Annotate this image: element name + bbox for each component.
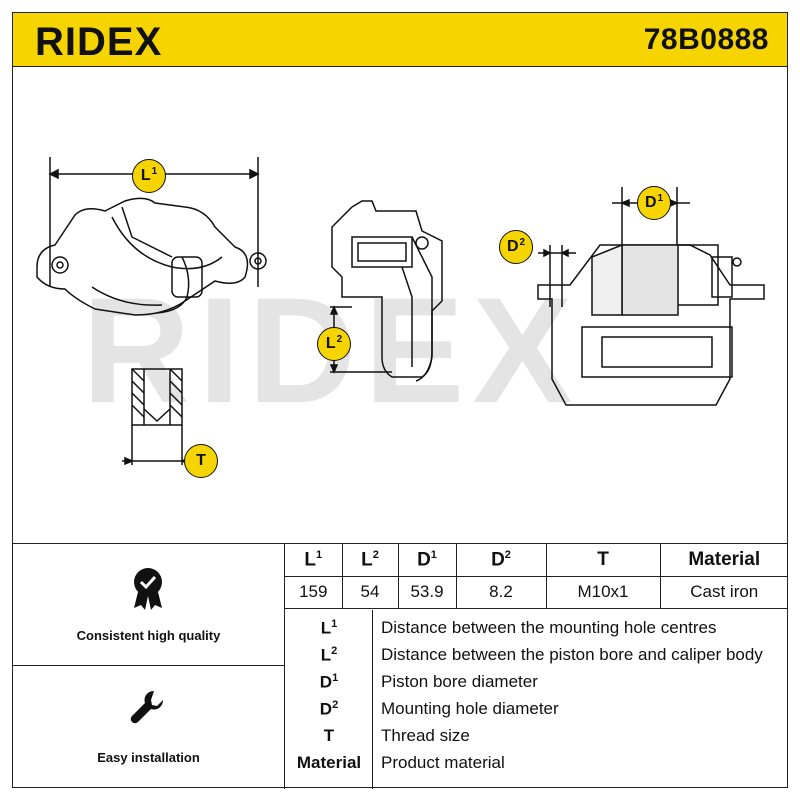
caliper-side-view	[329, 200, 443, 382]
header-bar: RIDEX 78B0888	[12, 12, 788, 67]
feature-quality: Consistent high quality	[12, 544, 285, 666]
svg-text:RIDEX: RIDEX	[35, 21, 162, 61]
spec-header-d1: D1	[398, 544, 457, 577]
thread-detail-view	[122, 368, 192, 466]
feature-caption-quality: Consistent high quality	[76, 628, 221, 643]
legend-key-column	[285, 610, 373, 789]
spec-value-t: M10x1	[546, 576, 661, 609]
caliper-section-view	[537, 187, 765, 406]
spec-header-l2: L2	[342, 544, 399, 577]
legend-row: D1 Piston bore diameter	[319, 672, 538, 692]
wrench-icon	[130, 690, 164, 724]
part-number: 78B0888	[643, 23, 769, 56]
ridex-logo: RIDEX	[35, 21, 162, 61]
t-dimension-label: T	[184, 444, 218, 478]
legend-row: D2 Mounting hole diameter	[319, 699, 559, 719]
dimension-legend: L1 Distance between the mounting hole ce…	[285, 610, 788, 789]
document-frame	[12, 12, 788, 788]
feature-installation: Easy installation	[12, 666, 285, 789]
feature-caption-installation: Easy installation	[97, 750, 200, 765]
caliper-front-view	[36, 157, 267, 316]
legend-row: L2 Distance between the piston bore and …	[320, 645, 763, 665]
feature-panel: Consistent high quality Easy installatio…	[12, 544, 285, 789]
spec-table-header-row: L1 L2 D1 D2 T Material	[285, 544, 788, 577]
spec-value-l1: 159	[285, 576, 343, 609]
spec-header-t: T	[546, 544, 661, 577]
spec-value-l2: 54	[342, 576, 399, 609]
legend-row: L1 Distance between the mounting hole ce…	[320, 618, 717, 638]
spec-value-d1: 53.9	[398, 576, 457, 609]
quality-badge-icon	[134, 568, 162, 610]
spec-value-material: Cast iron	[660, 576, 788, 609]
spec-value-d2: 8.2	[456, 576, 547, 609]
spec-section: Consistent high quality Easy installatio…	[12, 543, 788, 789]
spec-header-material: Material	[660, 544, 788, 577]
spec-header-l1: L1	[285, 544, 343, 577]
technical-drawing: RIDEX	[12, 67, 788, 543]
legend-row: Material Product material	[296, 753, 505, 772]
spec-table-value-row: 159 54 53.9 8.2 M10x1 Cast iron	[285, 576, 788, 609]
spec-table: L1 L2 D1 D2 T Material 159 54 53.9 8.2 M…	[285, 544, 788, 609]
legend-row: T Thread size	[323, 726, 470, 745]
spec-header-d2: D2	[456, 544, 547, 577]
